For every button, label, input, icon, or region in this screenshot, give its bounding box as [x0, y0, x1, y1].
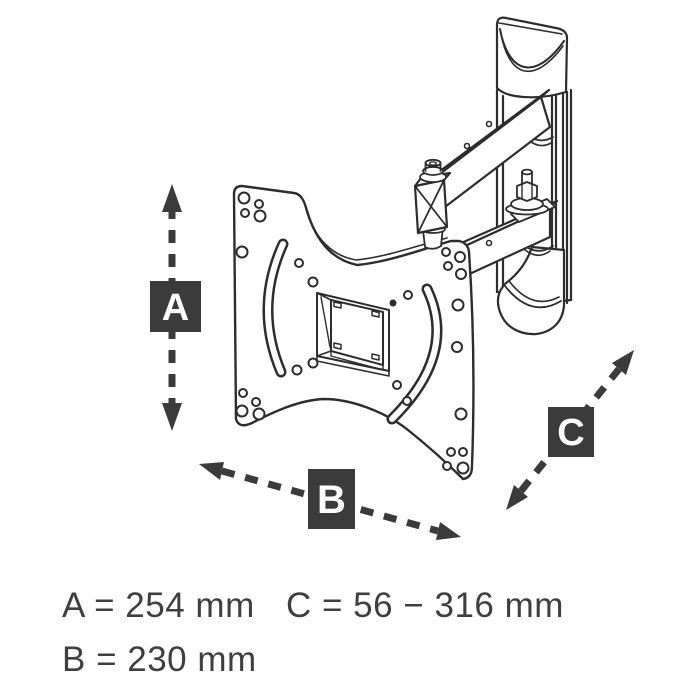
caption-dimension-c: C = 56 − 316 mm	[286, 586, 564, 625]
dimension-label-a: A	[162, 287, 189, 329]
wall-plate	[495, 16, 573, 305]
vesa-plate	[232, 184, 475, 481]
hex-bolt	[505, 168, 549, 216]
dimension-arrow-c: C	[506, 350, 634, 510]
dimension-arrow-a: A	[150, 184, 201, 431]
center-square-opening	[316, 292, 390, 377]
dimension-label-c-box	[548, 407, 594, 457]
wall-plate-cap	[495, 16, 569, 99]
dimension-arrow-b: B	[199, 462, 461, 540]
dimension-label-b-box	[308, 469, 355, 529]
vesa-holes	[235, 191, 470, 475]
caption-dimension-b: B = 230 mm	[62, 640, 257, 679]
dimension-label-b: B	[317, 478, 346, 522]
caption-dimension-a: A = 254 mm	[62, 586, 255, 625]
lower-arm	[450, 168, 559, 284]
pivot-block	[413, 158, 452, 250]
wall-plate-bottom-cover	[496, 245, 566, 336]
dimension-label-a-box	[150, 281, 201, 332]
left-curved-slot	[262, 238, 289, 378]
pivot-knob	[419, 158, 447, 183]
dimension-label-c: C	[557, 412, 584, 454]
upper-arm	[426, 88, 554, 215]
